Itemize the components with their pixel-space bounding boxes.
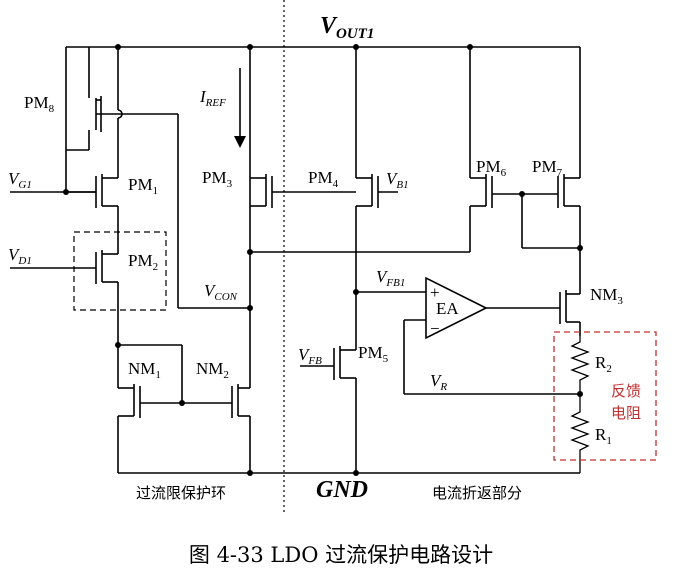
vcon-label: VCON	[204, 281, 238, 303]
iref-arrowhead	[234, 136, 246, 148]
iref-label: IREF	[199, 87, 226, 109]
ea-minus: −	[430, 319, 440, 338]
pm7-label: PM7	[532, 157, 563, 179]
nm3-transistor	[559, 290, 581, 336]
junction-dot	[353, 470, 359, 476]
pm4-transistor	[355, 47, 398, 350]
feedback-label-line1: 反馈	[611, 382, 641, 400]
junction-dot	[247, 44, 253, 50]
nm2-label: NM2	[196, 359, 229, 381]
vfb-label: VFB	[298, 345, 322, 367]
vg1-label: VG1	[8, 169, 32, 191]
junction-dot	[247, 305, 253, 311]
junction-dot	[63, 189, 69, 195]
junction-dot	[247, 249, 253, 255]
feedback-dashed-box	[553, 331, 657, 461]
pm6-label: PM6	[476, 157, 507, 179]
pm2-dashed-box	[73, 231, 167, 311]
junction-dot	[467, 44, 473, 50]
pm8-label: PM8	[24, 93, 55, 115]
junction-dot	[115, 342, 121, 348]
left-section-label: 过流限保护环	[136, 484, 226, 502]
gnd-label: GND	[316, 477, 368, 503]
pm1-transistor	[10, 47, 123, 254]
r1-resistor	[570, 394, 590, 473]
junction-dot	[577, 391, 583, 397]
junction-dot	[115, 44, 121, 50]
pm2-transistor	[10, 250, 119, 345]
nm3-label: NM3	[590, 285, 623, 307]
junction-dot	[519, 191, 525, 197]
error-amplifier	[403, 276, 580, 395]
feedback-label-line2: 电阻	[611, 404, 641, 422]
figure-caption: 图 4-33 LDO 过流保护电路设计	[189, 543, 493, 567]
ea-plus: +	[430, 283, 440, 302]
junction-dot	[353, 289, 359, 295]
pm3-label: PM3	[202, 168, 233, 190]
r2-resistor	[570, 336, 590, 394]
r1-label: R1	[595, 425, 612, 447]
pm3-transistor	[250, 174, 356, 208]
pm4-label: PM4	[308, 168, 339, 190]
pm1-label: PM1	[128, 175, 158, 197]
junction-dot	[247, 470, 253, 476]
vfb1-label: VFB1	[376, 267, 405, 289]
pm2-label: PM2	[128, 251, 158, 273]
vout-label: VOUT1	[320, 13, 374, 42]
vd1-label: VD1	[8, 245, 32, 267]
ea-label: EA	[436, 299, 459, 318]
vr-label: VR	[430, 371, 447, 393]
pm6-transistor	[469, 47, 558, 252]
pm5-label: PM5	[358, 343, 389, 365]
pm5-transistor	[300, 346, 357, 473]
junction-dot	[577, 245, 583, 251]
junction-dot	[179, 400, 185, 406]
nm1-label: NM1	[128, 359, 161, 381]
pm8-transistor	[65, 47, 178, 193]
right-section-label: 电流折返部分	[432, 484, 522, 502]
nm-mirror	[117, 47, 251, 473]
junction-dot	[353, 44, 359, 50]
r2-label: R2	[595, 353, 612, 375]
vb1-label: VB1	[386, 169, 409, 191]
